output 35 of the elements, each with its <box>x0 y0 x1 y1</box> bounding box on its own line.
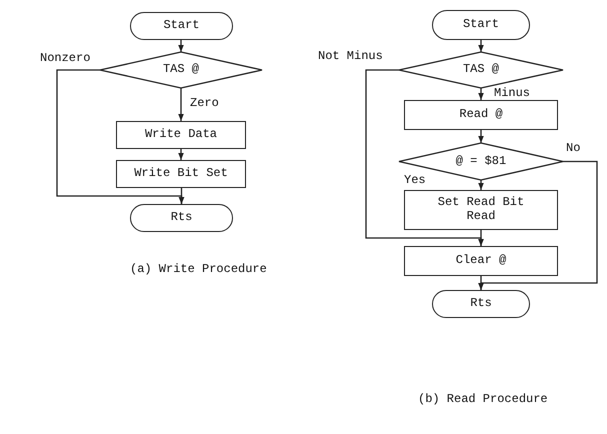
process-box <box>404 246 558 276</box>
process-box <box>404 190 558 230</box>
arrow <box>478 160 598 290</box>
terminal-box <box>432 10 530 40</box>
node-label: Start <box>162 19 200 33</box>
arrow <box>478 88 484 100</box>
node-label: Start <box>462 18 500 32</box>
node-label: Write Data <box>144 128 218 142</box>
node-label: Clear @ <box>454 254 508 268</box>
node-label: Set Read Bit Read <box>436 196 526 224</box>
arrow <box>178 88 184 121</box>
node-label: Write Bit Set <box>133 167 229 181</box>
arrow <box>178 149 184 160</box>
arrow <box>478 180 484 190</box>
process-box <box>116 160 246 188</box>
node-label: Rts <box>469 297 493 311</box>
figure-caption: (a) Write Procedure <box>130 262 267 276</box>
decision-diamond <box>399 52 563 88</box>
process-box <box>404 100 558 130</box>
arrow <box>178 40 184 52</box>
node-label: Read @ <box>458 108 504 122</box>
arrow <box>56 69 184 204</box>
terminal-box <box>130 12 233 40</box>
node-label: @ = $81 <box>454 154 508 168</box>
arrow <box>365 69 484 246</box>
decision-diamond <box>100 52 262 88</box>
terminal-box <box>432 290 530 318</box>
terminal-box <box>130 204 233 232</box>
process-box <box>116 121 246 149</box>
figure-caption: (b) Read Procedure <box>418 392 548 406</box>
node-label: TAS @ <box>462 63 500 77</box>
arrow <box>478 130 484 143</box>
node-label: Rts <box>170 211 194 225</box>
arrow <box>478 40 484 52</box>
node-label: TAS @ <box>162 63 200 77</box>
